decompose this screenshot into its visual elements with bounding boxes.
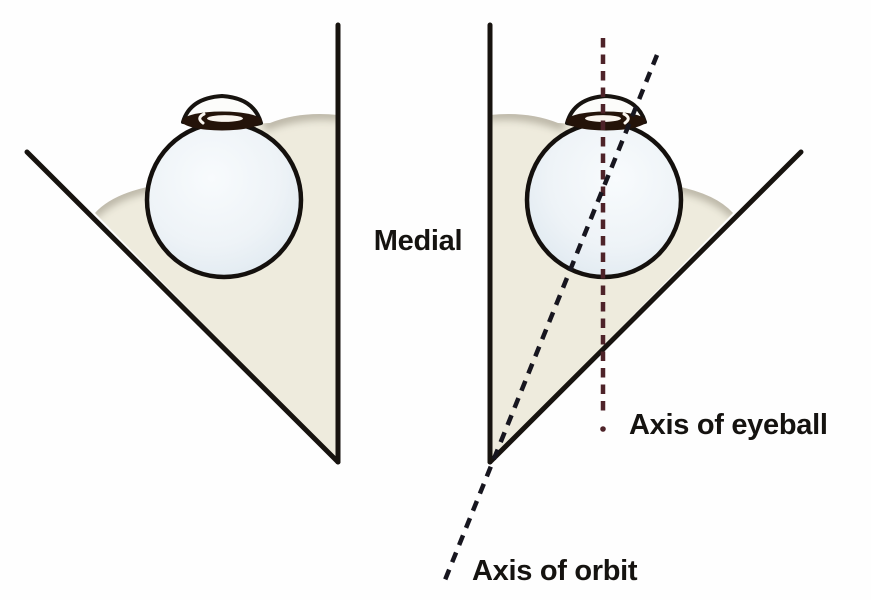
axis-of-eyeball-label: Axis of eyeball: [629, 409, 828, 441]
axis-of-eyeball-endpoint-dot: [600, 426, 606, 432]
medial-label: Medial: [374, 225, 462, 257]
lens-highlight-curl: [198, 112, 206, 125]
lens-highlight: [207, 115, 243, 122]
sclera: [144, 120, 304, 280]
lateral-wall-line: [24, 149, 341, 465]
axis-of-orbit-line: [442, 54, 660, 581]
axis-of-orbit-label: Axis of orbit: [472, 555, 638, 587]
eyeball: [144, 94, 304, 280]
left-orbit: [24, 22, 341, 465]
